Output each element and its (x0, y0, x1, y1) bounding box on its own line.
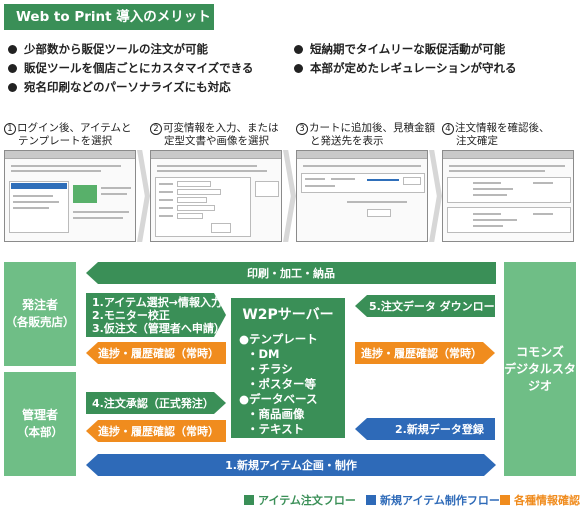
admin-sub: （本部） (17, 425, 63, 439)
server-item: ・商品画像 (247, 407, 305, 421)
step-number: 2 (150, 123, 162, 135)
progress-arrow-orderer: 進捗・履歴確認（常時） (86, 342, 226, 364)
orderer-box: 発注者 （各販売店） (4, 262, 76, 366)
step-2-screenshot (150, 150, 282, 242)
server-title: W2Pサーバー (242, 307, 334, 323)
merit-item: 本部が定めたレギュレーションが守れる (292, 59, 517, 78)
studio-name-line1: コモンズ (516, 344, 564, 359)
step-line: ログイン後、アイテムと (17, 122, 132, 134)
server-item-list: ●テンプレート ・DM ・チラシ ・ポスター等 ●データベース ・商品画像 ・テ… (239, 332, 318, 437)
studio-name-line2: デジタルスタジオ (504, 361, 576, 393)
step-chevron (283, 150, 296, 242)
step-line: テンプレートを選択 (18, 135, 113, 147)
order-step: 3.仮注文（管理者へ申請） (92, 321, 225, 335)
new-data-label: 2.新規データ登録 (395, 423, 484, 436)
delivery-arrow-label: 印刷・加工・納品 (247, 267, 335, 280)
legend-swatch (500, 495, 510, 505)
progress-arrow-admin: 進捗・履歴確認（常時） (86, 420, 226, 442)
w2p-server-box: W2Pサーバー ●テンプレート ・DM ・チラシ ・ポスター等 ●データベース … (231, 298, 345, 438)
legend-label: 各種情報確認 (514, 494, 580, 507)
admin-name: 管理者 (21, 408, 58, 422)
studio-box: コモンズ デジタルスタジオ (504, 262, 576, 476)
server-item: ●テンプレート (239, 332, 318, 346)
order-steps-arrow: 1.アイテム選択→情報入力 2.モニター校正 3.仮注文（管理者へ申請） (86, 293, 226, 337)
server-item: ●データベース (239, 392, 318, 406)
orderer-sub: （各販売店） (5, 315, 75, 329)
step-number: 1 (4, 123, 16, 135)
orderer-name: 発注者 (21, 298, 58, 312)
step-line: 可変情報を入力、または (163, 122, 279, 134)
merit-item: 短納期でタイムリーな販促活動が可能 (292, 40, 517, 59)
server-item: ・DM (247, 347, 280, 361)
step-line: 注文情報を確認後、 (455, 122, 550, 134)
step-line: 定型文書や画像を選択 (164, 135, 269, 147)
progress-label: 進捗・履歴確認（常時） (361, 347, 482, 360)
server-item: ・ポスター等 (247, 377, 316, 391)
legend-label: 新規アイテム制作フロー (380, 494, 500, 507)
step-1-screenshot (4, 150, 136, 242)
merit-item: 宛名印刷などのパーソナライズにも対応 (6, 78, 253, 97)
order-data-label: 5.注文データ ダウンロード (369, 300, 506, 313)
progress-arrow-studio: 進捗・履歴確認（常時） (355, 342, 495, 364)
legend-item-info: 各種情報確認 (500, 492, 580, 508)
server-item: ・テキスト (247, 422, 305, 436)
approve-arrow: 4.注文承認（正式発注） (86, 392, 226, 414)
legend-swatch (366, 495, 376, 505)
merits-list-right: 短納期でタイムリーな販促活動が可能 本部が定めたレギュレーションが守れる (292, 40, 517, 78)
step-number: 3 (296, 123, 308, 135)
step-chevron (137, 150, 150, 242)
step-4-screenshot (442, 150, 574, 242)
approve-label: 4.注文承認（正式発注） (92, 397, 214, 410)
order-step: 1.アイテム選択→情報入力 (92, 295, 222, 309)
progress-label: 進捗・履歴確認（常時） (98, 347, 219, 360)
legend-swatch (244, 495, 254, 505)
order-step: 2.モニター校正 (92, 308, 170, 322)
new-item-planning-arrow: 1.新規アイテム企画・制作 (86, 454, 496, 476)
legend-label: アイテム注文フロー (258, 494, 356, 507)
step-line: カートに追加後、見積金額 (309, 122, 435, 134)
admin-box: 管理者 （本部） (4, 372, 76, 476)
delivery-arrow: 印刷・加工・納品 (86, 262, 496, 284)
progress-label: 進捗・履歴確認（常時） (98, 425, 219, 438)
new-data-register-arrow: 2.新規データ登録 (355, 418, 495, 440)
new-item-label: 1.新規アイテム企画・制作 (225, 459, 357, 472)
legend-item-new-item: 新規アイテム制作フロー (366, 492, 500, 508)
server-item: ・チラシ (247, 362, 293, 376)
merits-list-left: 少部数から販促ツールの注文が可能 販促ツールを個店ごとにカスタマイズできる 宛名… (6, 40, 253, 97)
step-line: 注文確定 (456, 135, 498, 147)
merit-item: 少部数から販促ツールの注文が可能 (6, 40, 253, 59)
legend-item-order: アイテム注文フロー (244, 492, 356, 508)
step-number: 4 (442, 123, 454, 135)
step-line: と発送先を表示 (310, 135, 384, 147)
order-data-download-arrow: 5.注文データ ダウンロード (355, 295, 495, 317)
page-title: Web to Print 導入のメリット (4, 4, 214, 30)
step-3-screenshot (296, 150, 428, 242)
step-chevron (429, 150, 442, 242)
merit-item: 販促ツールを個店ごとにカスタマイズできる (6, 59, 253, 78)
